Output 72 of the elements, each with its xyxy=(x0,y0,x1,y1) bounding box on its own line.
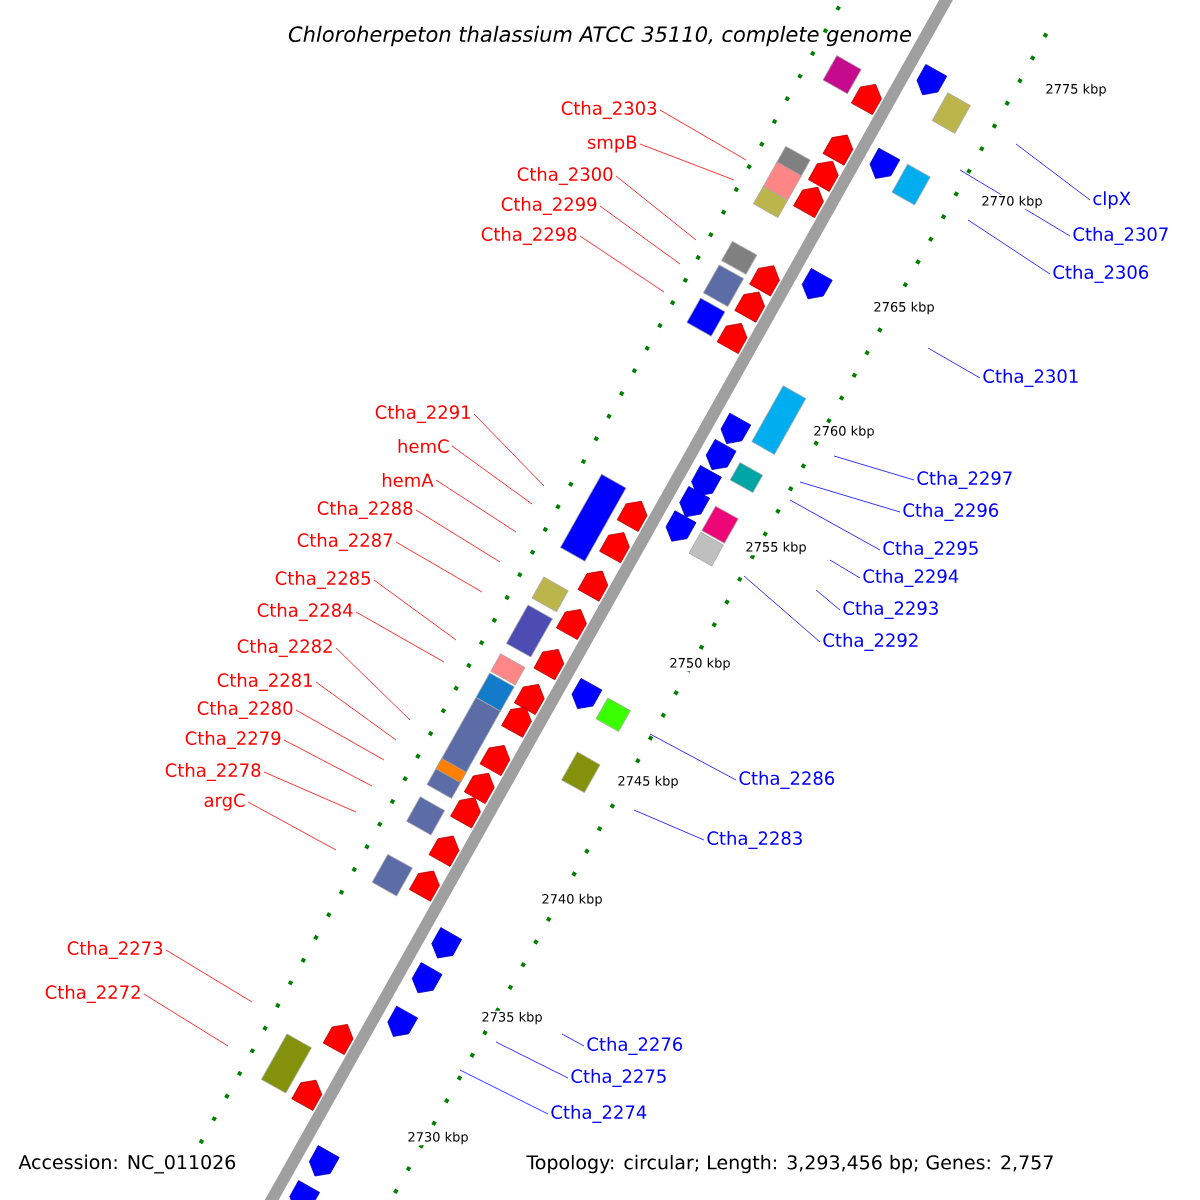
leader-line xyxy=(355,611,445,663)
leader-line xyxy=(435,479,517,533)
gene-label: hemA xyxy=(382,473,434,487)
leader-line xyxy=(263,771,357,813)
leader-line xyxy=(833,455,915,481)
title: Chloroherpeton thalassium ATCC 35110, complete genome xyxy=(288,25,912,47)
gene-label: Ctha_2276 xyxy=(587,1037,683,1055)
leader-line xyxy=(743,575,821,643)
leader-line xyxy=(1015,143,1091,201)
gene-label: Ctha_2283 xyxy=(707,831,802,849)
gene-label: Ctha_2286 xyxy=(739,771,835,789)
gene-label: Ctha_2288 xyxy=(317,501,413,519)
leader-line xyxy=(649,733,737,781)
gene-label: Ctha_2279 xyxy=(185,731,281,749)
leader-line xyxy=(579,235,665,293)
gene-label: Ctha_2273 xyxy=(67,941,163,959)
gene-label: Ctha_2297 xyxy=(917,471,1012,489)
leader-line xyxy=(143,993,229,1047)
leader-line xyxy=(495,1041,569,1079)
gene-label: Ctha_2272 xyxy=(45,985,140,1003)
leader-line xyxy=(395,541,483,593)
gene-label: Ctha_2299 xyxy=(501,197,597,215)
leader-line xyxy=(927,347,981,379)
gene-label: Ctha_2307 xyxy=(1073,227,1168,245)
gene-label: Ctha_2284 xyxy=(257,603,353,621)
leader-line xyxy=(335,647,411,721)
gene-label: Ctha_2291 xyxy=(375,405,470,423)
info-text: Accession: NC_011026 xyxy=(16,1152,239,1176)
info-text: Topology: circular; Length: 3,293,456 bp; Genes: 2,757 xyxy=(524,1152,1057,1176)
gene-label: Ctha_2278 xyxy=(165,763,261,781)
gene-label: Ctha_2295 xyxy=(883,541,978,559)
gene-label: Ctha_2301 xyxy=(983,369,1078,387)
gene-label: Ctha_2287 xyxy=(297,533,393,551)
leader-line xyxy=(967,219,1051,275)
gene-label: Ctha_2285 xyxy=(275,571,370,589)
leader-line xyxy=(247,801,337,851)
leader-line xyxy=(633,809,705,841)
leader-line xyxy=(799,481,901,513)
gene-label: Ctha_2282 xyxy=(237,639,332,657)
leader-line xyxy=(315,681,397,741)
gene-label: argC xyxy=(204,793,245,811)
gene-label: Ctha_2306 xyxy=(1053,265,1149,283)
gene-label: clpX xyxy=(1093,191,1131,209)
leader-line xyxy=(283,739,373,787)
gene-label: Ctha_2303 xyxy=(561,101,657,119)
leader-line xyxy=(165,949,253,1003)
gene-label: Ctha_2298 xyxy=(481,227,577,245)
leader-line xyxy=(415,509,501,563)
gene-label: Ctha_2293 xyxy=(843,601,938,619)
leader-line xyxy=(561,1033,585,1047)
gene-label: smpB xyxy=(587,135,637,153)
leader-line xyxy=(295,709,385,761)
leader-line xyxy=(451,445,533,505)
leader-line xyxy=(473,413,545,487)
leader-line xyxy=(599,205,681,265)
leader-line xyxy=(659,109,747,161)
leader-line xyxy=(615,175,697,241)
gene-label: Ctha_2296 xyxy=(903,503,999,521)
leader-line xyxy=(373,579,457,641)
leader-line xyxy=(829,559,861,579)
leader-line xyxy=(639,143,735,181)
gene-label: Ctha_2300 xyxy=(517,167,613,185)
gene-label: Ctha_2281 xyxy=(217,673,312,691)
gene-label: Ctha_2274 xyxy=(551,1105,647,1123)
leader-line xyxy=(789,499,881,551)
gene-label: hemC xyxy=(398,439,449,453)
gene-label: Ctha_2275 xyxy=(571,1069,666,1087)
leader-line xyxy=(815,589,841,611)
gene-label: Ctha_2294 xyxy=(863,569,959,587)
gene-label: Ctha_2280 xyxy=(197,701,293,719)
gene-label: Ctha_2292 xyxy=(823,633,918,651)
leader-line xyxy=(459,1069,549,1115)
